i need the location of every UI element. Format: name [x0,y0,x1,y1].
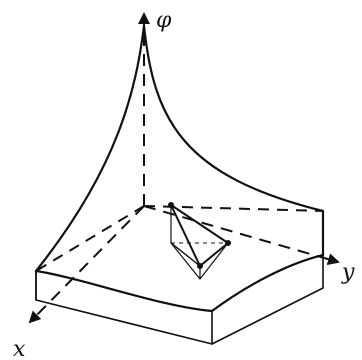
vertex-point [168,202,174,208]
vertex-point [197,263,203,269]
finite-element [170,204,229,280]
surface-triangle [170,204,229,267]
base-right-edge [211,255,324,345]
surface-left-curve [34,24,146,273]
y-axis-label: y [341,260,355,285]
surface-right-curve [142,24,325,213]
hidden-edges [35,205,324,272]
projection-lines [170,205,229,267]
x-axis-label: x [13,337,26,360]
surface-right-bottom-curve [210,253,325,313]
x-axis [28,205,145,324]
element-vertices [168,202,231,269]
y-axis [143,205,340,265]
surface-outline [34,24,325,313]
vertex-point [225,240,231,246]
phi-axis-label: φ [156,8,172,33]
hidden-left-edge [35,205,145,272]
projected-triangle-edge-a [170,242,201,267]
base-box [35,255,324,345]
surface-front-curve [34,269,214,313]
axes [28,12,340,324]
